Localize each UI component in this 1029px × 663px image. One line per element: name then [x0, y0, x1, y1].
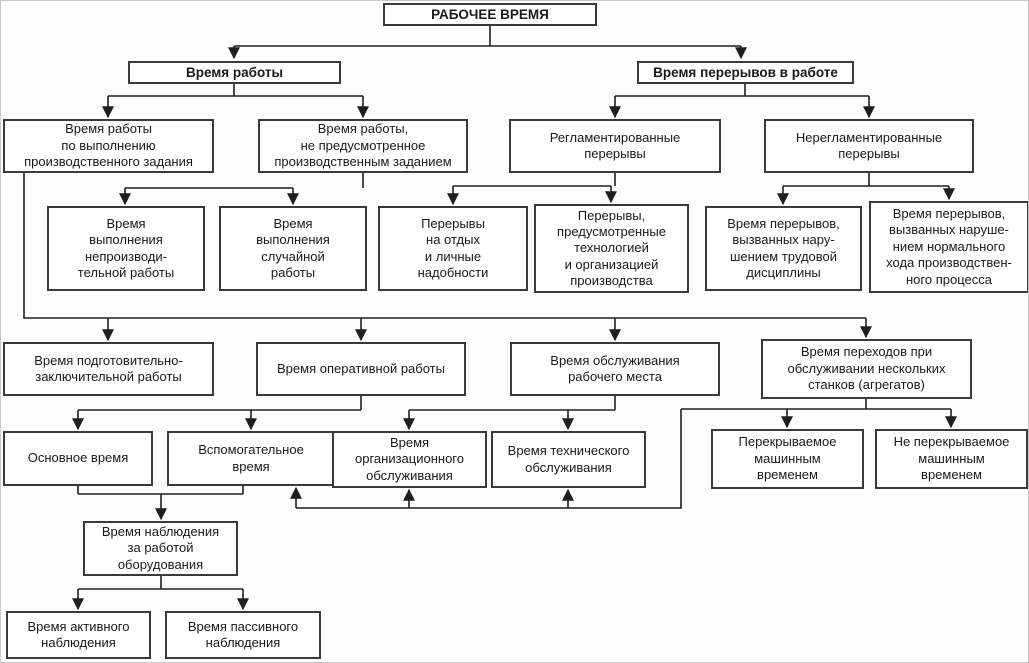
connector-observation-split	[72, 576, 249, 611]
node-non-overlapped-machine-time: Не перекрываемое машинным временем	[875, 429, 1028, 489]
connector-worktime-split	[102, 84, 369, 119]
node-main-time: Основное время	[3, 431, 153, 486]
connector-unregulated-split	[777, 173, 955, 206]
node-technology-breaks: Перерывы, предусмотренные технологией и …	[534, 204, 689, 293]
node-overlapped-machine-time: Перекрываемое машинным временем	[711, 429, 864, 489]
connector-production-task-long-branch	[23, 173, 872, 342]
node-workplace-service-time: Время обслуживания рабочего места	[510, 342, 720, 396]
node-organizational-service-time: Время организационного обслуживания	[332, 431, 487, 488]
connector-main-auxiliary-bracket	[77, 486, 244, 521]
connector-regulated-split	[447, 173, 617, 206]
node-auxiliary-time: Вспомогательное время	[167, 431, 335, 486]
node-rest-personal-breaks: Перерывы на отдых и личные надобности	[378, 206, 528, 291]
node-unproductive-work-time: Время выполнения непроизводи- тельной ра…	[47, 206, 205, 291]
node-active-observation-time: Время активного наблюдения	[6, 611, 151, 659]
node-production-task-work: Время работы по выполнению производствен…	[3, 119, 214, 173]
connector-breaktime-split	[609, 84, 875, 119]
node-process-disruption-breaks: Время перерывов, вызванных наруше- нием …	[869, 201, 1028, 293]
node-random-work-time: Время выполнения случайной работы	[219, 206, 367, 291]
node-operational-work-time: Время оперативной работы	[256, 342, 466, 396]
node-regulated-breaks: Регламентированные перерывы	[509, 119, 721, 173]
connector-transitions-split	[681, 399, 957, 429]
connector-workplace-service-split	[403, 396, 616, 431]
node-preparatory-final-time: Время подготовительно- заключительной ра…	[3, 342, 214, 396]
node-break-time: Время перерывов в работе	[637, 61, 854, 84]
connector-feedback-loop	[290, 409, 682, 509]
connector-root-to-level2	[228, 26, 747, 60]
node-equipment-observation-time: Время наблюдения за работой оборудования	[83, 521, 238, 576]
node-working-time: РАБОЧЕЕ ВРЕМЯ	[383, 3, 597, 26]
connector-operational-split	[72, 396, 362, 431]
connector-nonplanned-split	[119, 173, 364, 206]
node-discipline-violation-breaks: Время перерывов, вызванных нару- шением …	[705, 206, 862, 291]
node-multi-machine-transition-time: Время переходов при обслуживании несколь…	[761, 339, 972, 399]
node-unregulated-breaks: Нерегламентированные перерывы	[764, 119, 974, 173]
node-work-time: Время работы	[128, 61, 341, 84]
node-non-planned-work: Время работы, не предусмотренное произво…	[258, 119, 468, 173]
node-technical-service-time: Время технического обслуживания	[491, 431, 646, 488]
node-passive-observation-time: Время пассивного наблюдения	[165, 611, 321, 659]
